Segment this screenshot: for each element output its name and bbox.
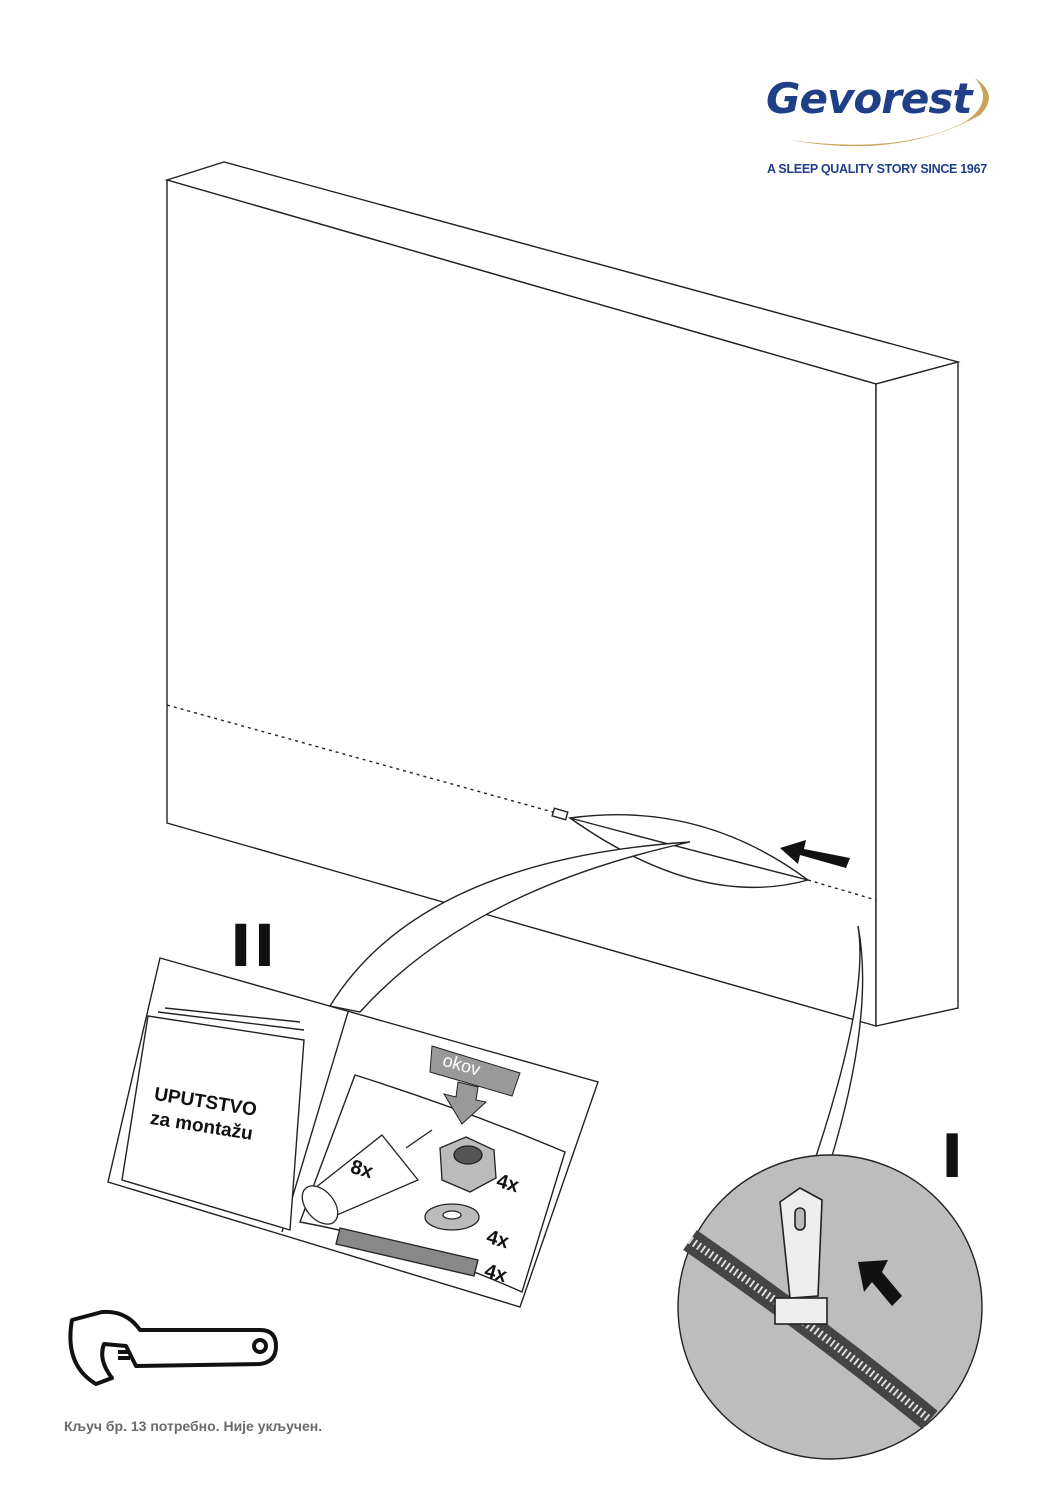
zipper-pull-icon (774, 1187, 828, 1325)
zipper-detail (677, 1154, 983, 1460)
threaded-rod (335, 1227, 479, 1277)
furniture-leg (301, 1129, 433, 1225)
brand-tagline: A SLEEP QUALITY STORY SINCE 1967 (767, 162, 987, 176)
okov-label (429, 1045, 521, 1125)
washer (424, 1203, 480, 1231)
package-box (164, 161, 961, 1027)
tool-note: Кључ бр. 13 потребно. Није укључен. (64, 1418, 323, 1434)
brand-logo: Gevorest (766, 74, 972, 123)
arrow-icon (858, 1260, 902, 1306)
hex-nut (439, 1136, 497, 1193)
wrench-icon (68, 1309, 278, 1386)
step-1-label: I (941, 1122, 964, 1192)
arrow-icon (780, 840, 850, 868)
step-2-label: II (230, 912, 278, 980)
